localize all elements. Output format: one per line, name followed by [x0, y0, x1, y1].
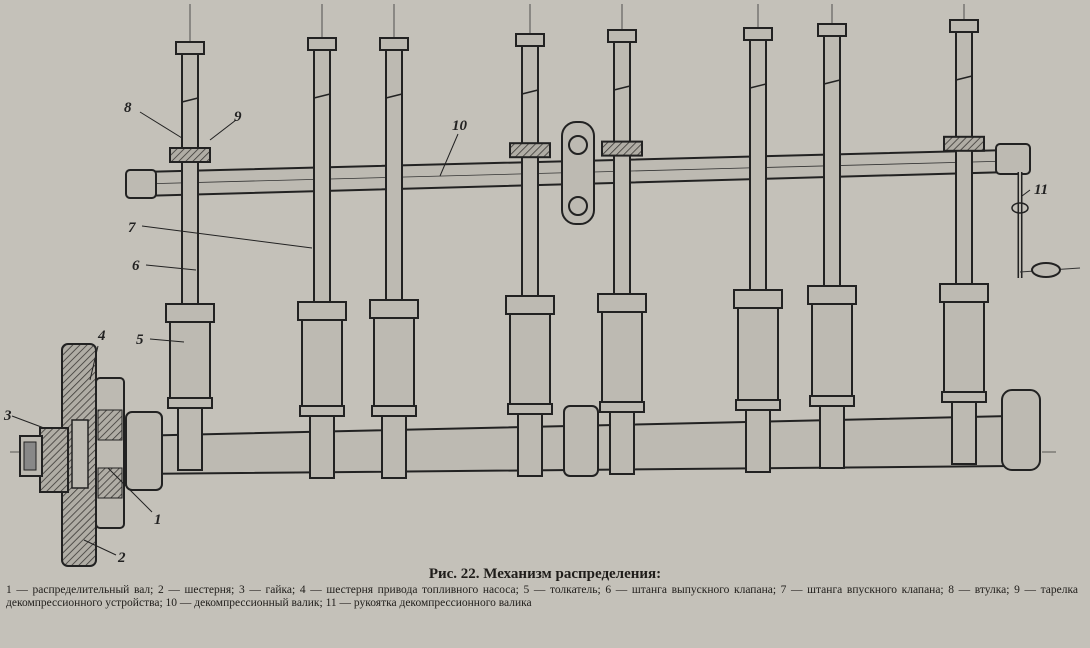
tappet-body-2: [301, 319, 343, 407]
label-9: 9: [234, 109, 242, 125]
decompression-plate-8: [943, 135, 985, 152]
decompression-plate-1: [169, 147, 211, 163]
label-8: 8: [124, 100, 132, 116]
figure-legend: 1 — распределительный вал; 2 — шестерня;…: [6, 584, 1078, 609]
tappet-collar-1: [167, 397, 213, 409]
label-10: 10: [452, 118, 468, 134]
cam-1: [177, 407, 203, 471]
tappet-collar-5: [599, 401, 645, 413]
rod-cap-1: [175, 41, 205, 55]
rod-break-3: [385, 93, 403, 99]
tappet-head-7: [807, 285, 857, 305]
rod-break-4: [521, 89, 539, 95]
decompression-handle: [1011, 172, 1081, 278]
decompression-plate-5: [601, 140, 643, 157]
cam-3: [381, 415, 407, 479]
rod-cap-5: [607, 29, 637, 43]
decompression-plate-4: [509, 142, 551, 159]
rod-cap-8: [949, 19, 979, 33]
push-rod-7: [823, 35, 841, 287]
tappet-collar-2: [299, 405, 345, 417]
push-rod-6: [749, 39, 767, 291]
label-1: 1: [154, 512, 162, 528]
rod-break-6: [749, 83, 767, 89]
label-7: 7: [128, 220, 136, 236]
label-4: 4: [97, 328, 106, 344]
part-labels: 8 9 10 7 6 5 4 3 1 2 11: [3, 100, 1048, 566]
tappet-head-8: [939, 283, 989, 303]
tappet-body-6: [737, 307, 779, 401]
tappet-collar-4: [507, 403, 553, 415]
cam-5: [609, 411, 635, 475]
decompression-shaft: [125, 121, 1031, 225]
cam-6: [745, 409, 771, 473]
rod-cap-7: [817, 23, 847, 37]
gear-assembly: [19, 343, 125, 567]
tappet-body-5: [601, 311, 643, 403]
push-rod-1: [181, 53, 199, 305]
label-3: 3: [3, 408, 12, 424]
label-2: 2: [117, 550, 126, 566]
rod-cap-3: [379, 37, 409, 51]
push-rod-3: [385, 49, 403, 301]
tappet-head-2: [297, 301, 347, 321]
push-rod-5: [613, 41, 631, 295]
tappet-head-3: [369, 299, 419, 319]
cam-2: [309, 415, 335, 479]
tappet-head-1: [165, 303, 215, 323]
tappet-body-3: [373, 317, 415, 407]
label-6: 6: [132, 258, 140, 274]
tappet-collar-6: [735, 399, 781, 411]
figure-title: Рис. 22. Механизм распределения:: [428, 566, 662, 582]
push-rod-4: [521, 45, 539, 297]
tappet-body-7: [811, 303, 853, 397]
camshaft: [125, 389, 1041, 491]
tappet-head-6: [733, 289, 783, 309]
rod-break-8: [955, 75, 973, 81]
tappet-head-4: [505, 295, 555, 315]
push-rod-2: [313, 49, 331, 303]
rod-break-7: [823, 79, 841, 85]
rod-cap-2: [307, 37, 337, 51]
rod-group: [165, 4, 989, 479]
tappet-body-8: [943, 301, 985, 393]
tappet-collar-8: [941, 391, 987, 403]
leader-lines: [11, 111, 1031, 556]
tappet-body-1: [169, 321, 211, 399]
tappet-head-5: [597, 293, 647, 313]
tappet-body-4: [509, 313, 551, 405]
rod-break-2: [313, 93, 331, 99]
label-5: 5: [136, 332, 144, 348]
cam-7: [819, 405, 845, 469]
push-rod-8: [955, 31, 973, 285]
cam-8: [951, 401, 977, 465]
tappet-collar-7: [809, 395, 855, 407]
tappet-collar-3: [371, 405, 417, 417]
cam-4: [517, 413, 543, 477]
rod-cap-4: [515, 33, 545, 47]
rod-break-1: [181, 97, 199, 103]
label-11: 11: [1034, 182, 1048, 198]
rod-break-5: [613, 85, 631, 91]
rod-cap-6: [743, 27, 773, 41]
